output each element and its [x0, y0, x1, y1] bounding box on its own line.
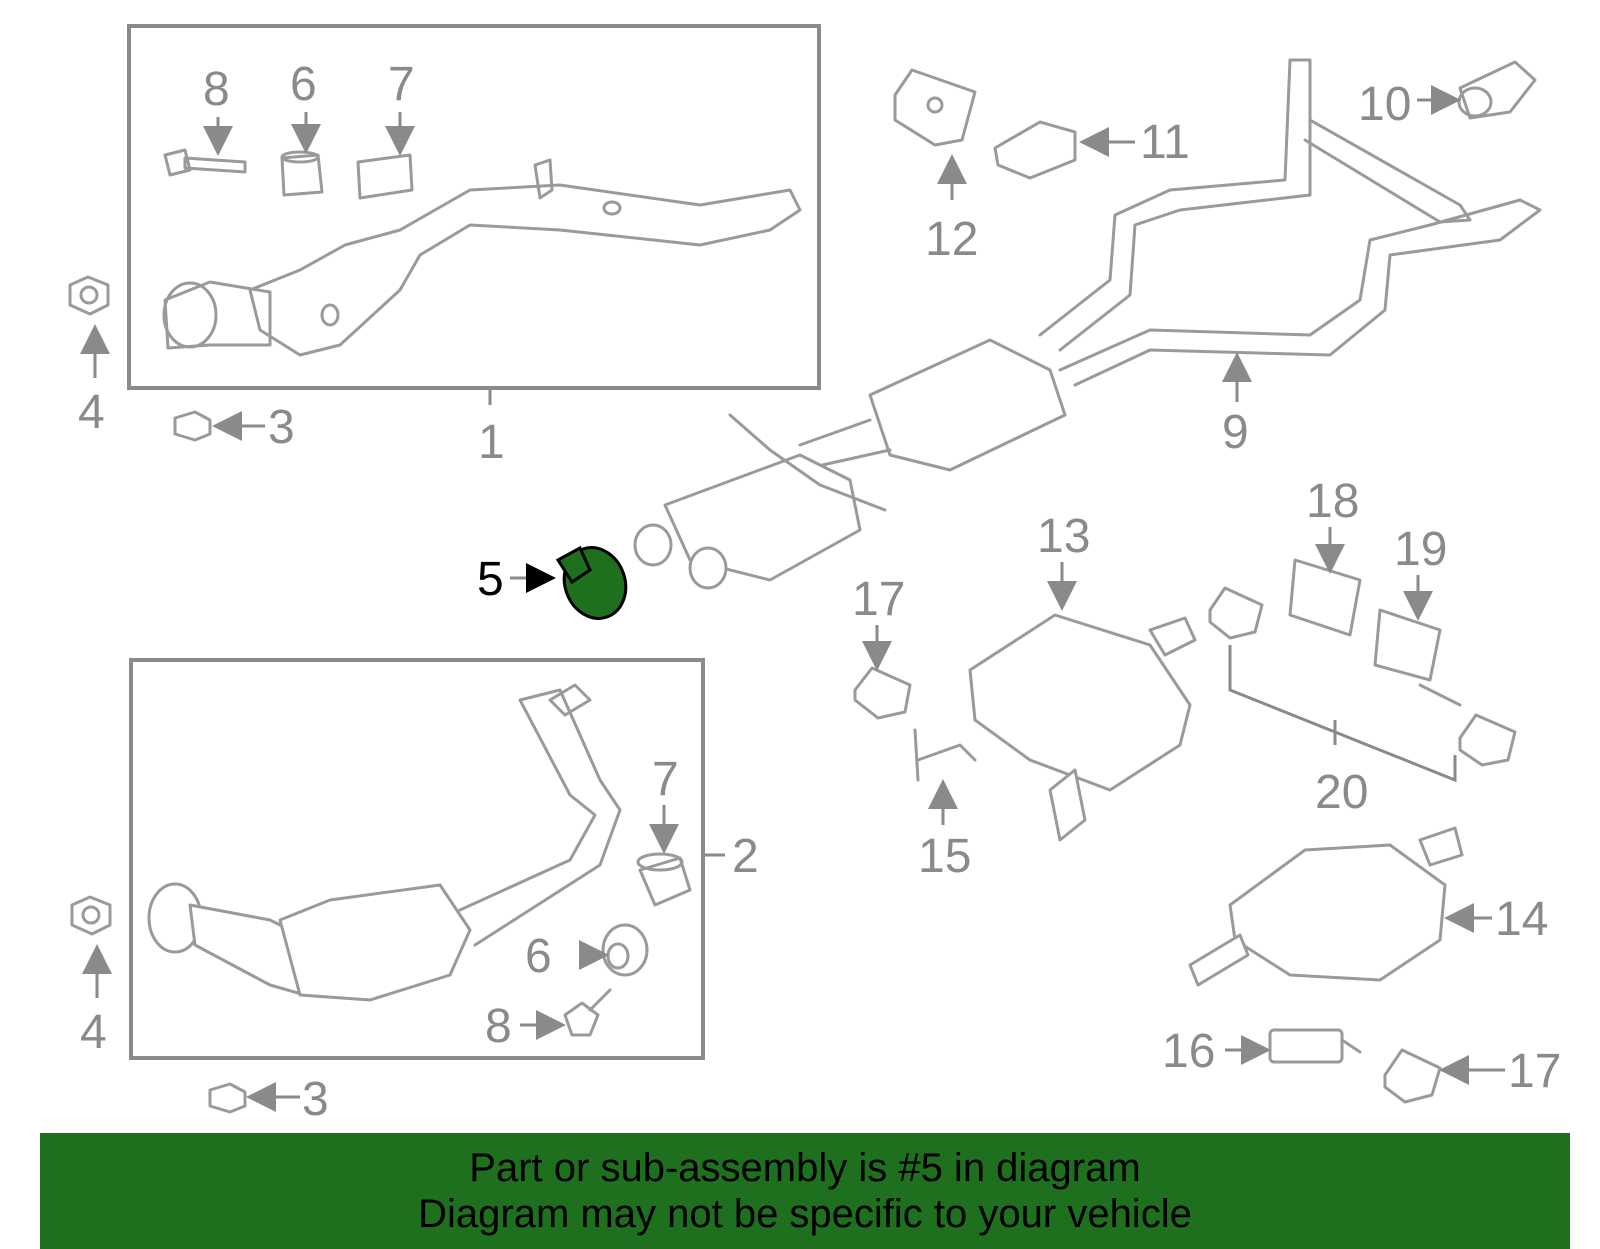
- callout-13: 13: [1037, 510, 1090, 563]
- part-9-resonator[interactable]: [798, 338, 1067, 472]
- part-8-bolt-b[interactable]: [563, 988, 612, 1037]
- part-17-hanger-b[interactable]: [1383, 1048, 1442, 1104]
- part-4-nut-b[interactable]: [70, 895, 112, 936]
- part-19-bracket[interactable]: [1373, 608, 1462, 707]
- part-front-muffler-assembly[interactable]: [633, 413, 887, 590]
- part-6-sleeve-a[interactable]: [280, 150, 324, 197]
- callout-11: 11: [1140, 116, 1190, 169]
- callout-1: 1: [478, 416, 505, 469]
- part-12-hanger[interactable]: [893, 68, 977, 147]
- callout-8-lower: 8: [485, 1000, 512, 1053]
- part-18-bracket[interactable]: [1288, 558, 1362, 637]
- assembly-1-box: [127, 24, 821, 390]
- part-20-hanger-left[interactable]: [1208, 586, 1264, 640]
- callout-8-upper: 8: [203, 63, 230, 116]
- callout-19: 19: [1394, 523, 1447, 576]
- part-4-nut-a[interactable]: [68, 275, 110, 316]
- callout-6-lower: 6: [525, 930, 552, 983]
- part-16-insulator[interactable]: [1268, 1028, 1362, 1064]
- part-3-stud-a[interactable]: [173, 410, 212, 442]
- banner-line-disclaimer: Diagram may not be specific to your vehi…: [418, 1192, 1192, 1236]
- callout-17-middle: 17: [852, 573, 905, 626]
- part-17-hanger-a[interactable]: [853, 666, 912, 720]
- part-1-front-pipe[interactable]: [162, 158, 802, 357]
- part-5-clamp-highlighted[interactable]: [554, 539, 635, 627]
- part-7-clamp-b[interactable]: [636, 852, 692, 907]
- callout-5-highlighted: 5: [477, 553, 504, 606]
- callout-20: 20: [1315, 766, 1368, 819]
- callout-18: 18: [1306, 475, 1359, 528]
- callout-17-lower: 17: [1508, 1045, 1561, 1098]
- part-7-clamp-a[interactable]: [356, 153, 414, 200]
- callout-10: 10: [1358, 78, 1411, 131]
- assembly-2-box: [129, 658, 705, 1060]
- part-13-rear-muffler-right[interactable]: [968, 613, 1197, 842]
- callout-2: 2: [732, 830, 759, 883]
- callout-7-upper: 7: [388, 58, 415, 111]
- info-banner: Part or sub-assembly is #5 in diagram Di…: [40, 1133, 1570, 1249]
- part-9-intermediate-pipe[interactable]: [1038, 58, 1542, 387]
- exhaust-system-diagram: 8 6 7 4 3 1 12 11 10 9 5 13 18 19 17 7 2…: [68, 24, 1561, 1126]
- part-10-exhaust-tip[interactable]: [1457, 60, 1537, 120]
- callout-4-upper: 4: [78, 386, 105, 439]
- part-8-bolt-a[interactable]: [163, 148, 247, 177]
- callout-14: 14: [1495, 893, 1548, 946]
- part-2-front-pipe[interactable]: [147, 683, 622, 1002]
- callout-3-upper: 3: [268, 401, 295, 454]
- callout-15: 15: [918, 830, 971, 883]
- banner-line-part-number: Part or sub-assembly is #5 in diagram: [469, 1146, 1141, 1190]
- callout-9: 9: [1222, 406, 1249, 459]
- callout-3-lower: 3: [302, 1073, 329, 1126]
- part-6-sleeve-b[interactable]: [601, 923, 649, 977]
- part-15-bracket[interactable]: [913, 728, 977, 782]
- callout-4-lower: 4: [80, 1006, 107, 1059]
- callout-7-lower: 7: [652, 753, 679, 806]
- part-11-bracket[interactable]: [993, 120, 1077, 180]
- part-14-rear-muffler-left[interactable]: [1188, 826, 1464, 987]
- callout-12: 12: [925, 213, 978, 266]
- callout-16: 16: [1162, 1025, 1215, 1078]
- part-20-hanger-right[interactable]: [1458, 713, 1517, 767]
- callout-6-upper: 6: [290, 58, 317, 111]
- part-3-stud-b[interactable]: [208, 1082, 247, 1114]
